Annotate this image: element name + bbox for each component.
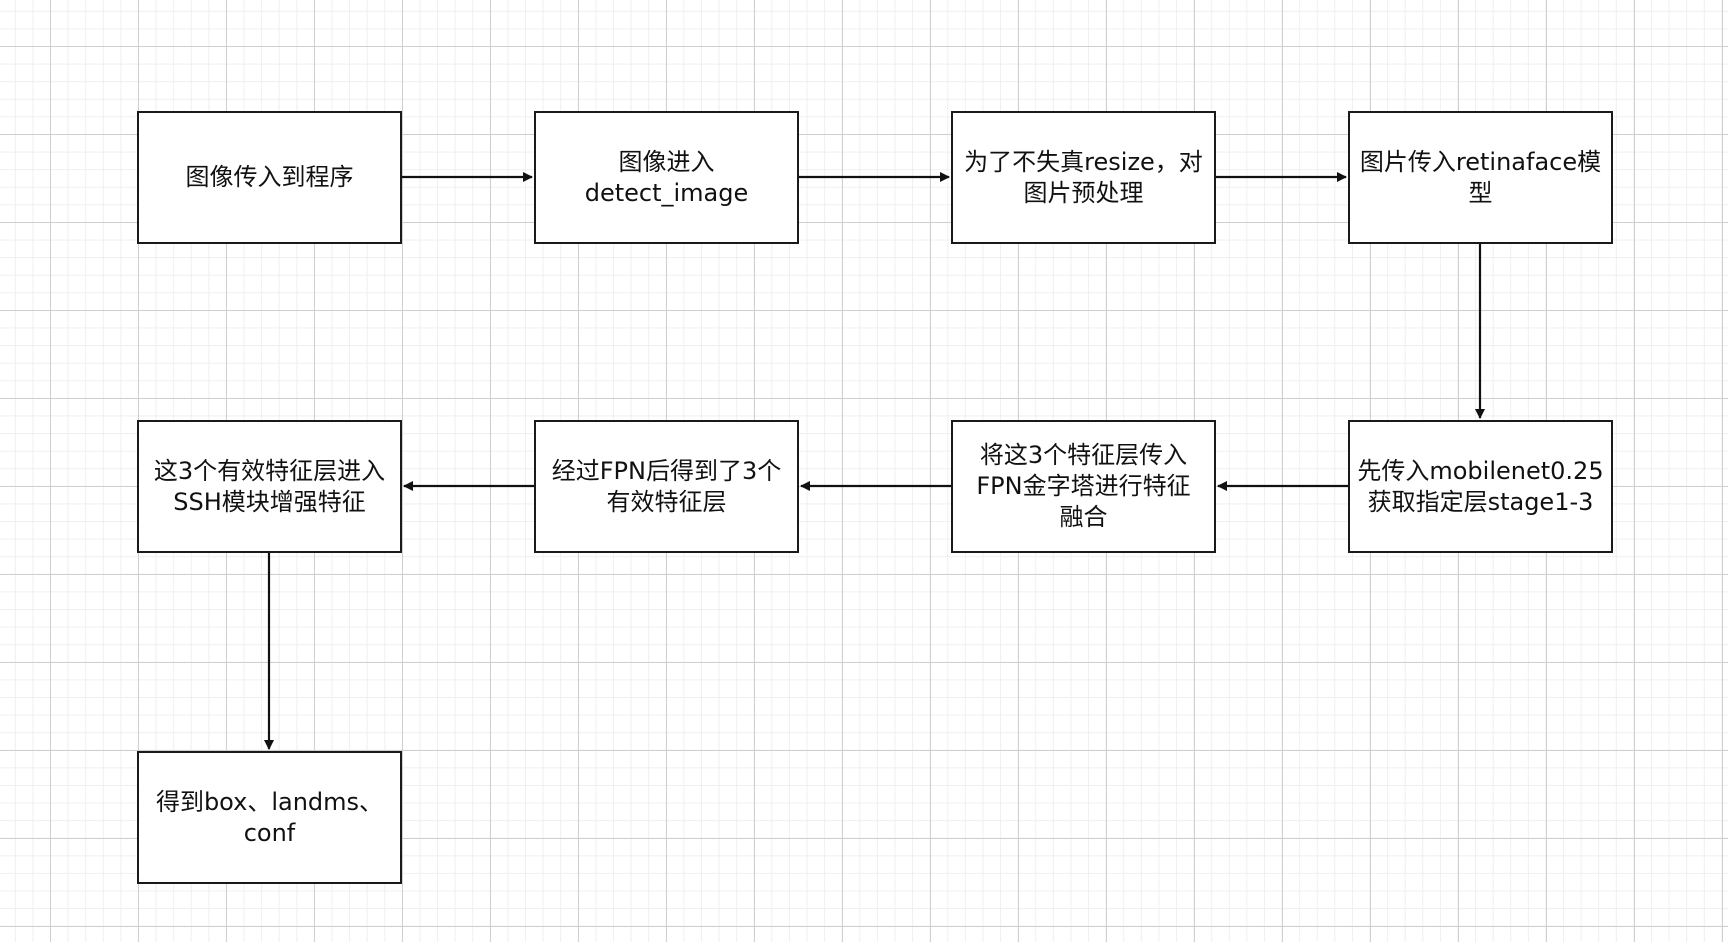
node-label: 得到box、landms、 conf [155, 787, 384, 847]
node-fpn-output[interactable]: 经过FPN后得到了3个 有效特征层 [534, 420, 799, 553]
node-fpn-fusion[interactable]: 将这3个特征层传入 FPN金字塔进行特征 融合 [951, 420, 1216, 553]
node-mobilenet-stages[interactable]: 先传入mobilenet0.25 获取指定层stage1-3 [1348, 420, 1613, 553]
node-resize-preprocess[interactable]: 为了不失真resize，对 图片预处理 [951, 111, 1216, 244]
node-retinaface-model[interactable]: 图片传入retinaface模 型 [1348, 111, 1613, 244]
node-label: 经过FPN后得到了3个 有效特征层 [551, 456, 782, 516]
node-label: 图像传入到程序 [185, 163, 354, 191]
node-label: 先传入mobilenet0.25 获取指定层stage1-3 [1357, 456, 1604, 516]
node-label: 为了不失真resize，对 图片预处理 [964, 147, 1203, 207]
node-label: 这3个有效特征层进入 SSH模块增强特征 [153, 456, 386, 516]
node-label: 将这3个特征层传入 FPN金字塔进行特征 融合 [976, 441, 1191, 531]
node-ssh-module[interactable]: 这3个有效特征层进入 SSH模块增强特征 [137, 420, 402, 553]
node-label: 图像进入 detect_image [584, 147, 749, 207]
node-label: 图片传入retinaface模 型 [1359, 147, 1602, 207]
node-image-input[interactable]: 图像传入到程序 [137, 111, 402, 244]
node-detect-image[interactable]: 图像进入 detect_image [534, 111, 799, 244]
node-output-box-landms-conf[interactable]: 得到box、landms、 conf [137, 751, 402, 884]
